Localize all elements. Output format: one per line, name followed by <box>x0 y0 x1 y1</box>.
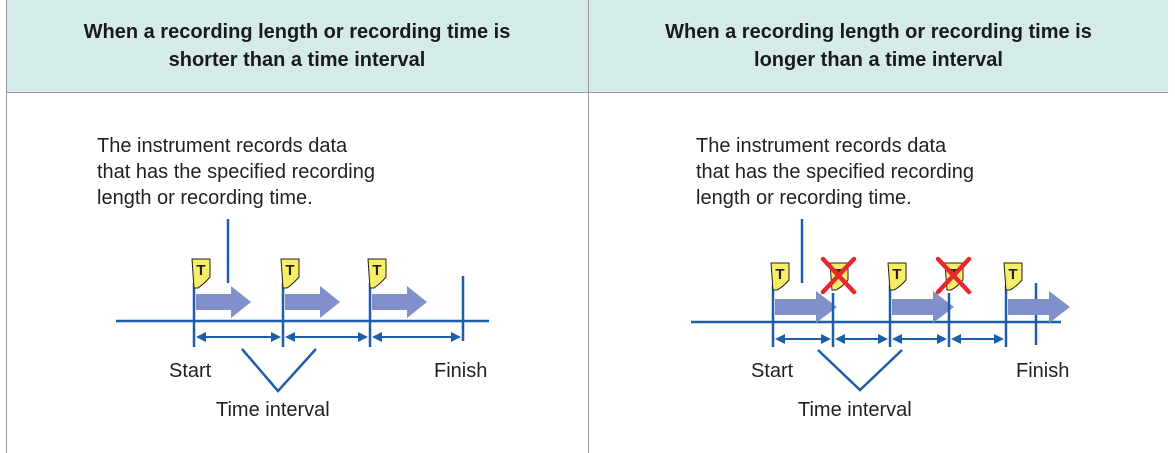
trigger-flag-icon: T <box>770 262 790 291</box>
start-label: Start <box>169 360 212 382</box>
record-arrow <box>372 286 427 318</box>
description-line: length or recording time. <box>696 187 912 209</box>
trigger-flag-icon: T <box>191 258 211 289</box>
interval-label: Time interval <box>216 399 330 421</box>
trigger-point: T <box>770 262 837 347</box>
trigger-point: T <box>280 258 340 347</box>
record-arrow <box>1008 291 1070 323</box>
finish-label: Finish <box>434 360 487 382</box>
column-divider <box>588 0 589 453</box>
record-arrow <box>775 291 837 323</box>
cross-icon <box>820 256 857 295</box>
trigger-flag-icon: T <box>367 258 387 289</box>
header-line: When a recording length or recording tim… <box>665 21 1092 43</box>
interval-bracket <box>817 349 903 392</box>
trigger-point: T <box>1003 262 1070 347</box>
description-line: length or recording time. <box>97 187 313 209</box>
record-arrow <box>196 286 251 318</box>
header-line: shorter than a time interval <box>168 49 426 71</box>
diagram-short-recording: The instrument records data that has the… <box>97 135 489 421</box>
trigger-label: T <box>892 266 901 283</box>
finish-label: Finish <box>1016 360 1069 382</box>
description-line: The instrument records data <box>97 135 348 157</box>
interval-arrows <box>196 332 461 342</box>
trigger-label: T <box>196 262 205 279</box>
trigger-label: T <box>1008 266 1017 283</box>
diagram-long-recording: The instrument records data that has the… <box>691 135 1070 421</box>
description-line: that has the specified recording <box>97 161 375 183</box>
trigger-point: T <box>191 258 251 347</box>
header-line: When a recording length or recording tim… <box>83 21 511 43</box>
trigger-flag-icon: T <box>887 262 907 291</box>
skipped-trigger: T <box>935 256 972 347</box>
trigger-label: T <box>372 262 381 279</box>
header-line: longer than a time interval <box>754 49 1003 71</box>
cross-icon <box>935 256 972 295</box>
start-label: Start <box>751 360 794 382</box>
description-line: that has the specified recording <box>696 161 974 183</box>
header-divider <box>6 92 1168 93</box>
trigger-flag-icon: T <box>1003 262 1023 291</box>
trigger-point: T <box>887 262 954 347</box>
trigger-point: T <box>367 258 427 347</box>
interval-arrows <box>775 334 1004 344</box>
description-line: The instrument records data <box>696 135 947 157</box>
trigger-flag-icon: T <box>280 258 300 289</box>
record-arrow <box>285 286 340 318</box>
trigger-label: T <box>775 266 784 283</box>
comparison-table: When a recording length or recording tim… <box>6 0 1168 453</box>
header-long-recording: When a recording length or recording tim… <box>589 0 1168 92</box>
trigger-label: T <box>285 262 294 279</box>
header-short-recording: When a recording length or recording tim… <box>6 0 588 92</box>
table-border-left <box>6 0 7 453</box>
skipped-trigger: T <box>820 256 857 347</box>
interval-label: Time interval <box>798 399 912 421</box>
record-arrow <box>892 291 954 323</box>
interval-bracket <box>241 348 317 393</box>
